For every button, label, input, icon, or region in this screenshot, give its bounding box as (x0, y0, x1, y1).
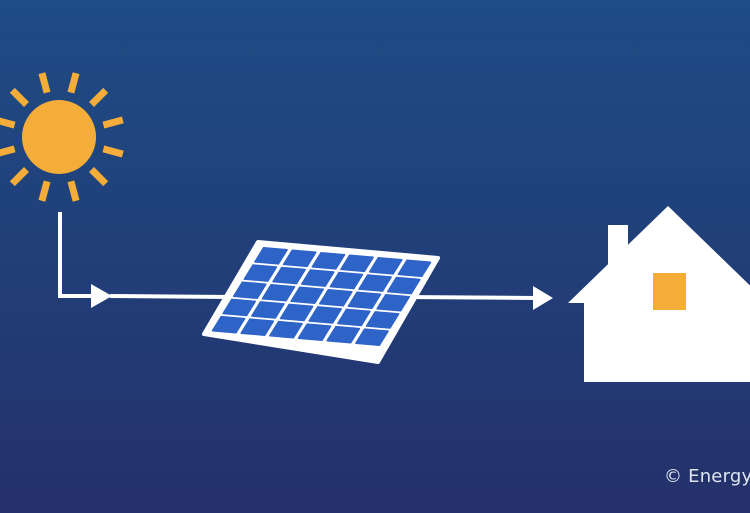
solar-cell (254, 247, 288, 265)
solar-cell (311, 252, 346, 270)
sun-icon (0, 72, 124, 202)
house-icon (568, 206, 750, 382)
solar-cell (326, 325, 361, 344)
sun-ray (102, 145, 124, 158)
solar-cell (347, 291, 382, 310)
solar-cell (365, 311, 400, 329)
solar-cell (355, 328, 389, 346)
sun-ray (38, 72, 51, 94)
solar-cell (308, 306, 343, 324)
sun-ray (67, 72, 80, 94)
solar-cell (376, 293, 411, 312)
solar-cell (318, 288, 353, 307)
solar-cell (282, 249, 317, 268)
solar-cell (261, 283, 296, 302)
solar-cell (358, 274, 392, 292)
solar-cell (297, 323, 332, 341)
solar-cell (269, 320, 303, 339)
solar-cell (397, 259, 432, 278)
solar-cell (279, 303, 314, 322)
sun-ray (67, 180, 80, 202)
house-window (653, 273, 686, 310)
solar-cell (340, 254, 374, 273)
solar-cell (232, 281, 267, 300)
solar-cell (243, 264, 278, 282)
sun-ray (89, 87, 109, 107)
solar-cell (386, 276, 421, 295)
solar-cell (272, 266, 306, 285)
arrow-panel-to-house (403, 286, 553, 310)
solar-cell (222, 298, 257, 317)
solar-cell (290, 286, 325, 305)
copyright-text: © Energy (664, 466, 750, 487)
solar-panel-icon (202, 240, 440, 364)
arrow-sun-to-panel (58, 212, 233, 308)
sun-ray (0, 145, 16, 157)
solar-cell (368, 257, 403, 275)
solar-cell (240, 318, 275, 336)
sun-ray (38, 180, 51, 202)
solar-cell (300, 269, 335, 287)
sun-ray (0, 117, 16, 129)
solar-cell (337, 308, 371, 327)
solar-cell (211, 315, 246, 334)
solar-cell (329, 271, 364, 290)
sun-ray (9, 167, 29, 187)
sun-ray (9, 87, 29, 107)
sun-ray (89, 167, 109, 187)
sun-ray (102, 116, 124, 129)
solar-cell (251, 301, 285, 319)
